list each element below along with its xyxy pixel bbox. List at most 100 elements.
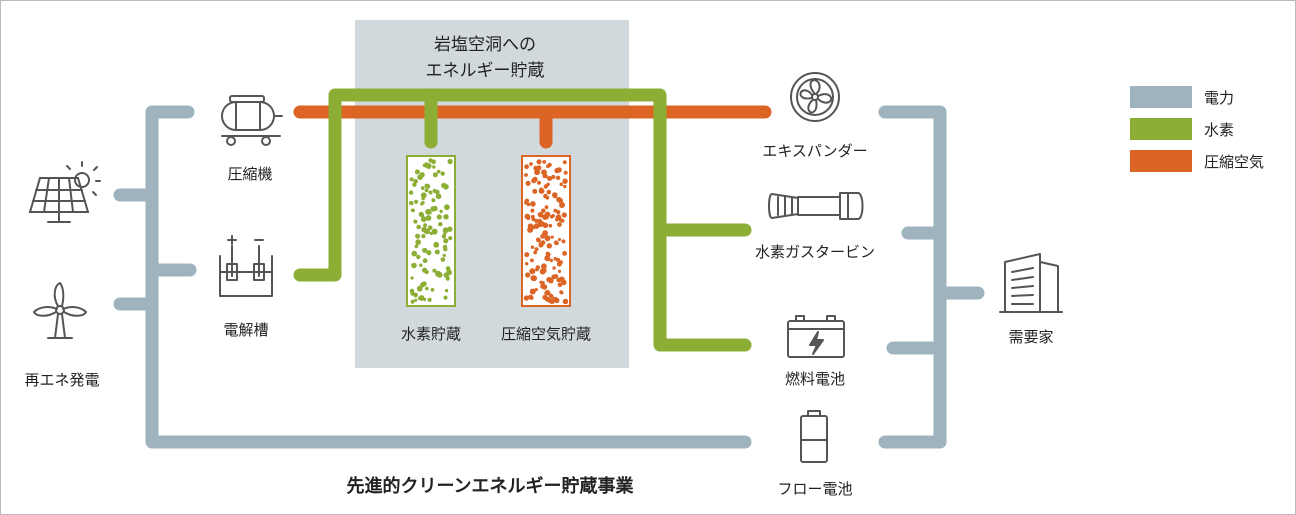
hydrogen-bubble	[413, 179, 419, 184]
renewable-label: 再エネ発電	[24, 371, 100, 389]
air-bubble	[556, 196, 562, 203]
hydrogen-bubble	[428, 190, 433, 195]
cavern-title: 岩塩空洞への エネルギー貯蔵	[426, 32, 545, 84]
hydrogen-bubble	[409, 200, 413, 205]
air-bubble	[536, 159, 542, 165]
air-bubble	[543, 193, 548, 199]
air-bubble	[542, 160, 547, 164]
hydrogen-bubble	[447, 158, 453, 165]
hydrogen-bubble	[432, 172, 438, 178]
hydrogen-bubble	[430, 206, 436, 212]
hydrogen-bubble	[432, 268, 437, 273]
hydrogen-bubble	[411, 250, 418, 257]
hydrogen-bubble	[439, 209, 443, 214]
hydrogen-bubble	[435, 189, 440, 195]
hydrogen-bubble	[412, 182, 417, 187]
hydrogen-bubble	[426, 250, 432, 256]
hydrogen-bubble	[421, 281, 427, 287]
air-bubble	[557, 222, 562, 227]
hydrogen-bubble	[425, 215, 432, 221]
air-bubble	[551, 214, 555, 218]
hydrogen-bubble	[420, 201, 424, 206]
air-bubble	[545, 296, 551, 302]
air-bubble	[535, 267, 539, 272]
air-bubble	[537, 211, 544, 218]
air-bubble	[563, 170, 568, 175]
air-bubble	[530, 201, 536, 207]
project-title: 先進的クリーンエネルギー貯蔵事業	[346, 476, 634, 497]
air-bubble	[551, 174, 556, 180]
air-bubble	[549, 258, 553, 263]
air-bubble	[555, 175, 561, 180]
air-bubble	[563, 184, 567, 189]
hydrogen-bubble	[422, 297, 427, 302]
hydrogen-bubble	[432, 165, 436, 169]
air-bubble	[556, 261, 562, 267]
hydrogen-bubble	[448, 236, 453, 241]
hydrogen-bubble	[419, 172, 425, 178]
legend-swatch-hydrogen	[1130, 118, 1192, 140]
hydrogen-bubble	[443, 232, 447, 236]
hydrogen-bubble	[420, 192, 427, 199]
hydrogen-bubble	[440, 257, 446, 262]
hydrogen-bubble	[420, 186, 425, 191]
air-bubble	[524, 173, 528, 177]
air-bubble	[559, 202, 565, 208]
air-bubble	[549, 298, 555, 305]
electrolyzer-icon	[219, 235, 273, 297]
hydrogen-lines	[293, 88, 752, 352]
hydrogen-bubble	[424, 188, 429, 193]
wind-turbine-icon	[33, 282, 87, 339]
hydrogen-bubble	[415, 233, 421, 239]
air-bubble	[530, 214, 535, 219]
air-bubble	[559, 290, 563, 294]
air-bubble	[543, 184, 548, 189]
air-bubble	[562, 298, 569, 305]
hydrogen-bubble	[414, 298, 418, 302]
air-bubble	[530, 245, 535, 249]
hydrogen-bubble	[411, 262, 417, 269]
air-bubble	[557, 269, 562, 273]
hydrogen-bubble	[441, 234, 447, 239]
air-bubble	[561, 239, 566, 244]
air-bubble	[539, 268, 546, 275]
air-bubble	[548, 293, 554, 298]
air-bubble	[544, 205, 549, 210]
cavern-title-line1: 岩塩空洞への	[434, 35, 536, 55]
cavern-title-line2: エネルギー貯蔵	[425, 61, 545, 81]
hydrogen-bubble	[444, 288, 449, 293]
air-bubble	[541, 208, 546, 214]
hydrogen-bubble	[420, 216, 427, 223]
consumer-label: 需要家	[1008, 328, 1054, 346]
electricity-lines	[113, 105, 985, 449]
electricity-right-bus	[878, 105, 947, 449]
hydrogen-bubble	[441, 182, 447, 189]
hydrogen-from-electrolyzer	[293, 88, 752, 352]
fan-icon	[790, 72, 840, 122]
air-bubble	[546, 243, 552, 249]
hydrogen-bubble	[440, 171, 445, 176]
air-bubble	[541, 263, 547, 270]
hydrogen-bubble	[410, 299, 415, 304]
hydrogen-bubble	[419, 263, 423, 267]
air-bubble	[556, 257, 561, 263]
air-bubble	[528, 294, 533, 300]
hydrogen-bubble	[425, 184, 431, 189]
hydrogen-bubble	[430, 288, 435, 292]
hydrogen-bubble	[408, 190, 414, 195]
air-bubble	[551, 274, 557, 280]
air-bubble	[536, 165, 542, 171]
air-bubble	[535, 237, 541, 243]
compressor-label: 圧縮機	[227, 165, 273, 183]
air-bubble	[532, 176, 538, 182]
hydrogen-bubble	[443, 247, 448, 252]
hydrogen-bubble	[431, 228, 438, 235]
legend-swatch-compressed-air	[1130, 150, 1192, 172]
air-bubble	[538, 188, 545, 194]
air-bubble	[529, 162, 533, 166]
hydrogen-bubble	[436, 214, 442, 220]
hydrogen-bubble	[446, 269, 452, 276]
air-bubble	[544, 235, 551, 242]
air-bubble	[523, 295, 530, 301]
